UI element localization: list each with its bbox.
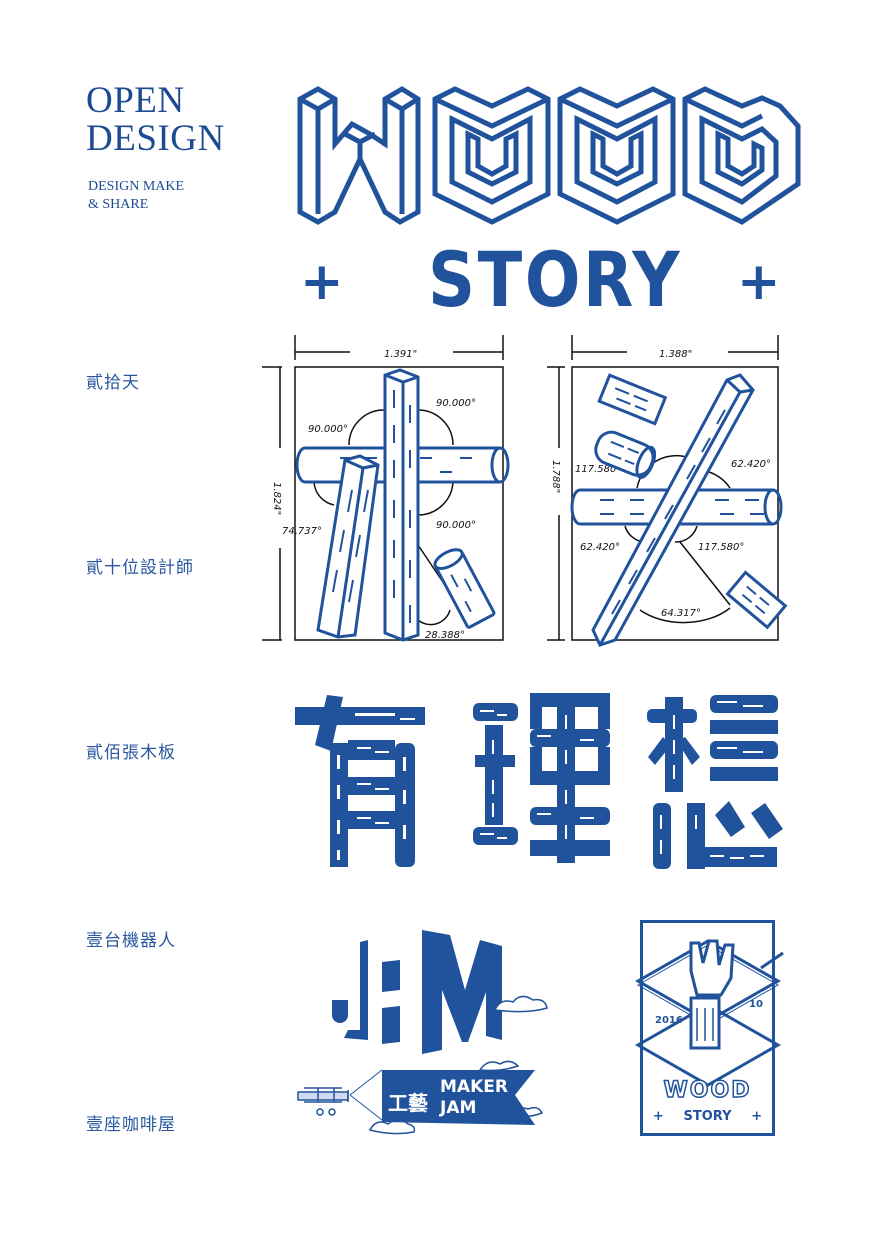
badge-tagline-row: + STORY + <box>643 1109 772 1124</box>
badge-plus-right-icon: + <box>751 1109 763 1124</box>
label-two-hundred-boards: 貳佰張木板 <box>86 743 176 763</box>
badge-year: 2016 <box>655 1015 683 1026</box>
angle-label: 90.000° <box>436 398 476 409</box>
event-badge: 2016 10 WOOD + STORY + <box>634 920 784 1136</box>
biplane-icon <box>297 1087 349 1116</box>
wood-wordmark-icon <box>297 86 801 225</box>
angle-label: 74.737° <box>282 526 322 537</box>
badge-month: 10 <box>749 999 763 1010</box>
width-dimension: 1.391" <box>384 349 417 360</box>
maker-jam-logo: 工藝 MAKER JAM <box>297 930 548 1135</box>
angle-label: 90.000° <box>436 520 476 531</box>
angle-label: 28.388° <box>425 630 465 641</box>
label-one-cafe: 壹座咖啡屋 <box>86 1115 176 1135</box>
height-dimension: 1.788" <box>550 460 561 493</box>
plus-left-icon: + <box>300 252 344 312</box>
angle-label: 62.420° <box>731 459 771 470</box>
angle-label: 64.317° <box>661 608 701 619</box>
width-dimension: 1.388" <box>659 349 692 360</box>
brand-title-line1: OPEN <box>86 80 185 121</box>
wooden-characters-you-li-xiang <box>295 693 783 869</box>
brand-title: OPEN DESIGN <box>86 82 225 158</box>
plus-right-icon: + <box>737 252 781 312</box>
badge-wordmark: WOOD <box>663 1077 752 1104</box>
badge-plus-left-icon: + <box>652 1109 664 1124</box>
angle-label: 117.580° <box>575 464 621 475</box>
angle-label: 117.580° <box>698 542 744 553</box>
banner-chinese: 工藝 <box>388 1091 428 1115</box>
label-twenty-designers: 貳十位設計師 <box>86 558 194 578</box>
wood-frame-hand-icon: 2016 10 <box>634 939 784 1087</box>
brand-title-line2: DESIGN <box>86 118 225 159</box>
wood-character-x-diagram: 1.388" 1.788" 117.580° 62.420° 62.420° 1… <box>547 335 788 647</box>
banner-maker: MAKER <box>440 1077 508 1097</box>
angle-label: 90.000° <box>308 424 348 435</box>
label-twenty-days: 貳拾天 <box>86 373 140 393</box>
badge-story: STORY <box>683 1109 732 1124</box>
story-tagline: STORY <box>428 235 683 324</box>
brand-subtitle: DESIGN MAKE & SHARE <box>88 178 184 214</box>
angle-label: 62.420° <box>580 542 620 553</box>
label-one-robot: 壹台機器人 <box>86 931 176 951</box>
brand-subtitle-line1: DESIGN MAKE <box>88 179 185 194</box>
height-dimension: 1.824" <box>271 482 282 515</box>
brand-subtitle-line2: & SHARE <box>88 197 149 212</box>
wood-character-mu-diagram: 1.391" 1.824" 90.000° 90.000° 74.737° 90… <box>262 335 510 642</box>
banner-jam: JAM <box>439 1098 476 1118</box>
